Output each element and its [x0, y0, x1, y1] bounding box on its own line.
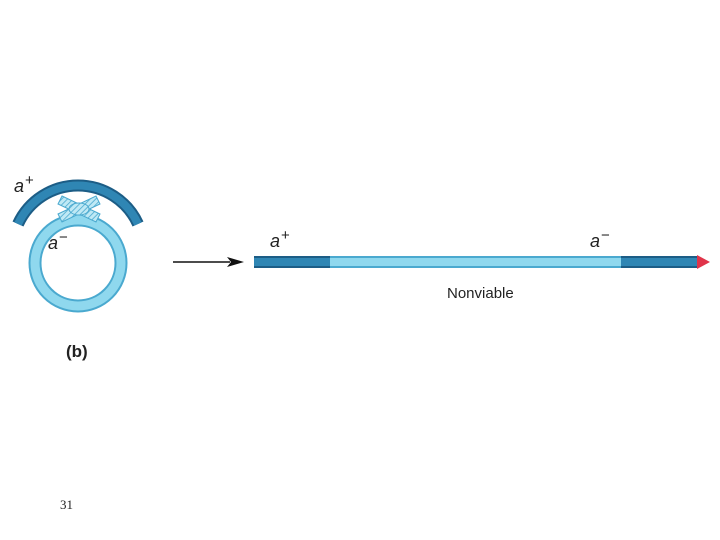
linear-chromosome — [254, 255, 710, 269]
circular-chromosome-core — [30, 215, 126, 311]
minus-sign: − — [601, 227, 610, 244]
crossover-x — [57, 195, 101, 223]
minus-sign: − — [59, 229, 68, 246]
right-arrow-icon — [173, 257, 244, 267]
linear-fragment-arc-core — [14, 181, 142, 226]
plus-sign: + — [281, 227, 290, 244]
panel-label: (b) — [66, 342, 88, 361]
allele-symbol: a — [48, 233, 59, 253]
page-number: 31 — [60, 497, 73, 512]
plus-sign: + — [25, 172, 34, 189]
label-a-minus-circle: a− — [48, 230, 68, 254]
result-caption: Nonviable — [447, 285, 514, 302]
label-a-minus-linear: a− — [590, 228, 610, 252]
allele-symbol: a — [590, 231, 601, 251]
label-a-plus-linear: a+ — [270, 228, 290, 252]
label-a-plus-fragment: a+ — [14, 173, 34, 197]
chromosome-end-marker — [697, 255, 710, 269]
allele-symbol: a — [270, 231, 281, 251]
allele-symbol: a — [14, 176, 25, 196]
